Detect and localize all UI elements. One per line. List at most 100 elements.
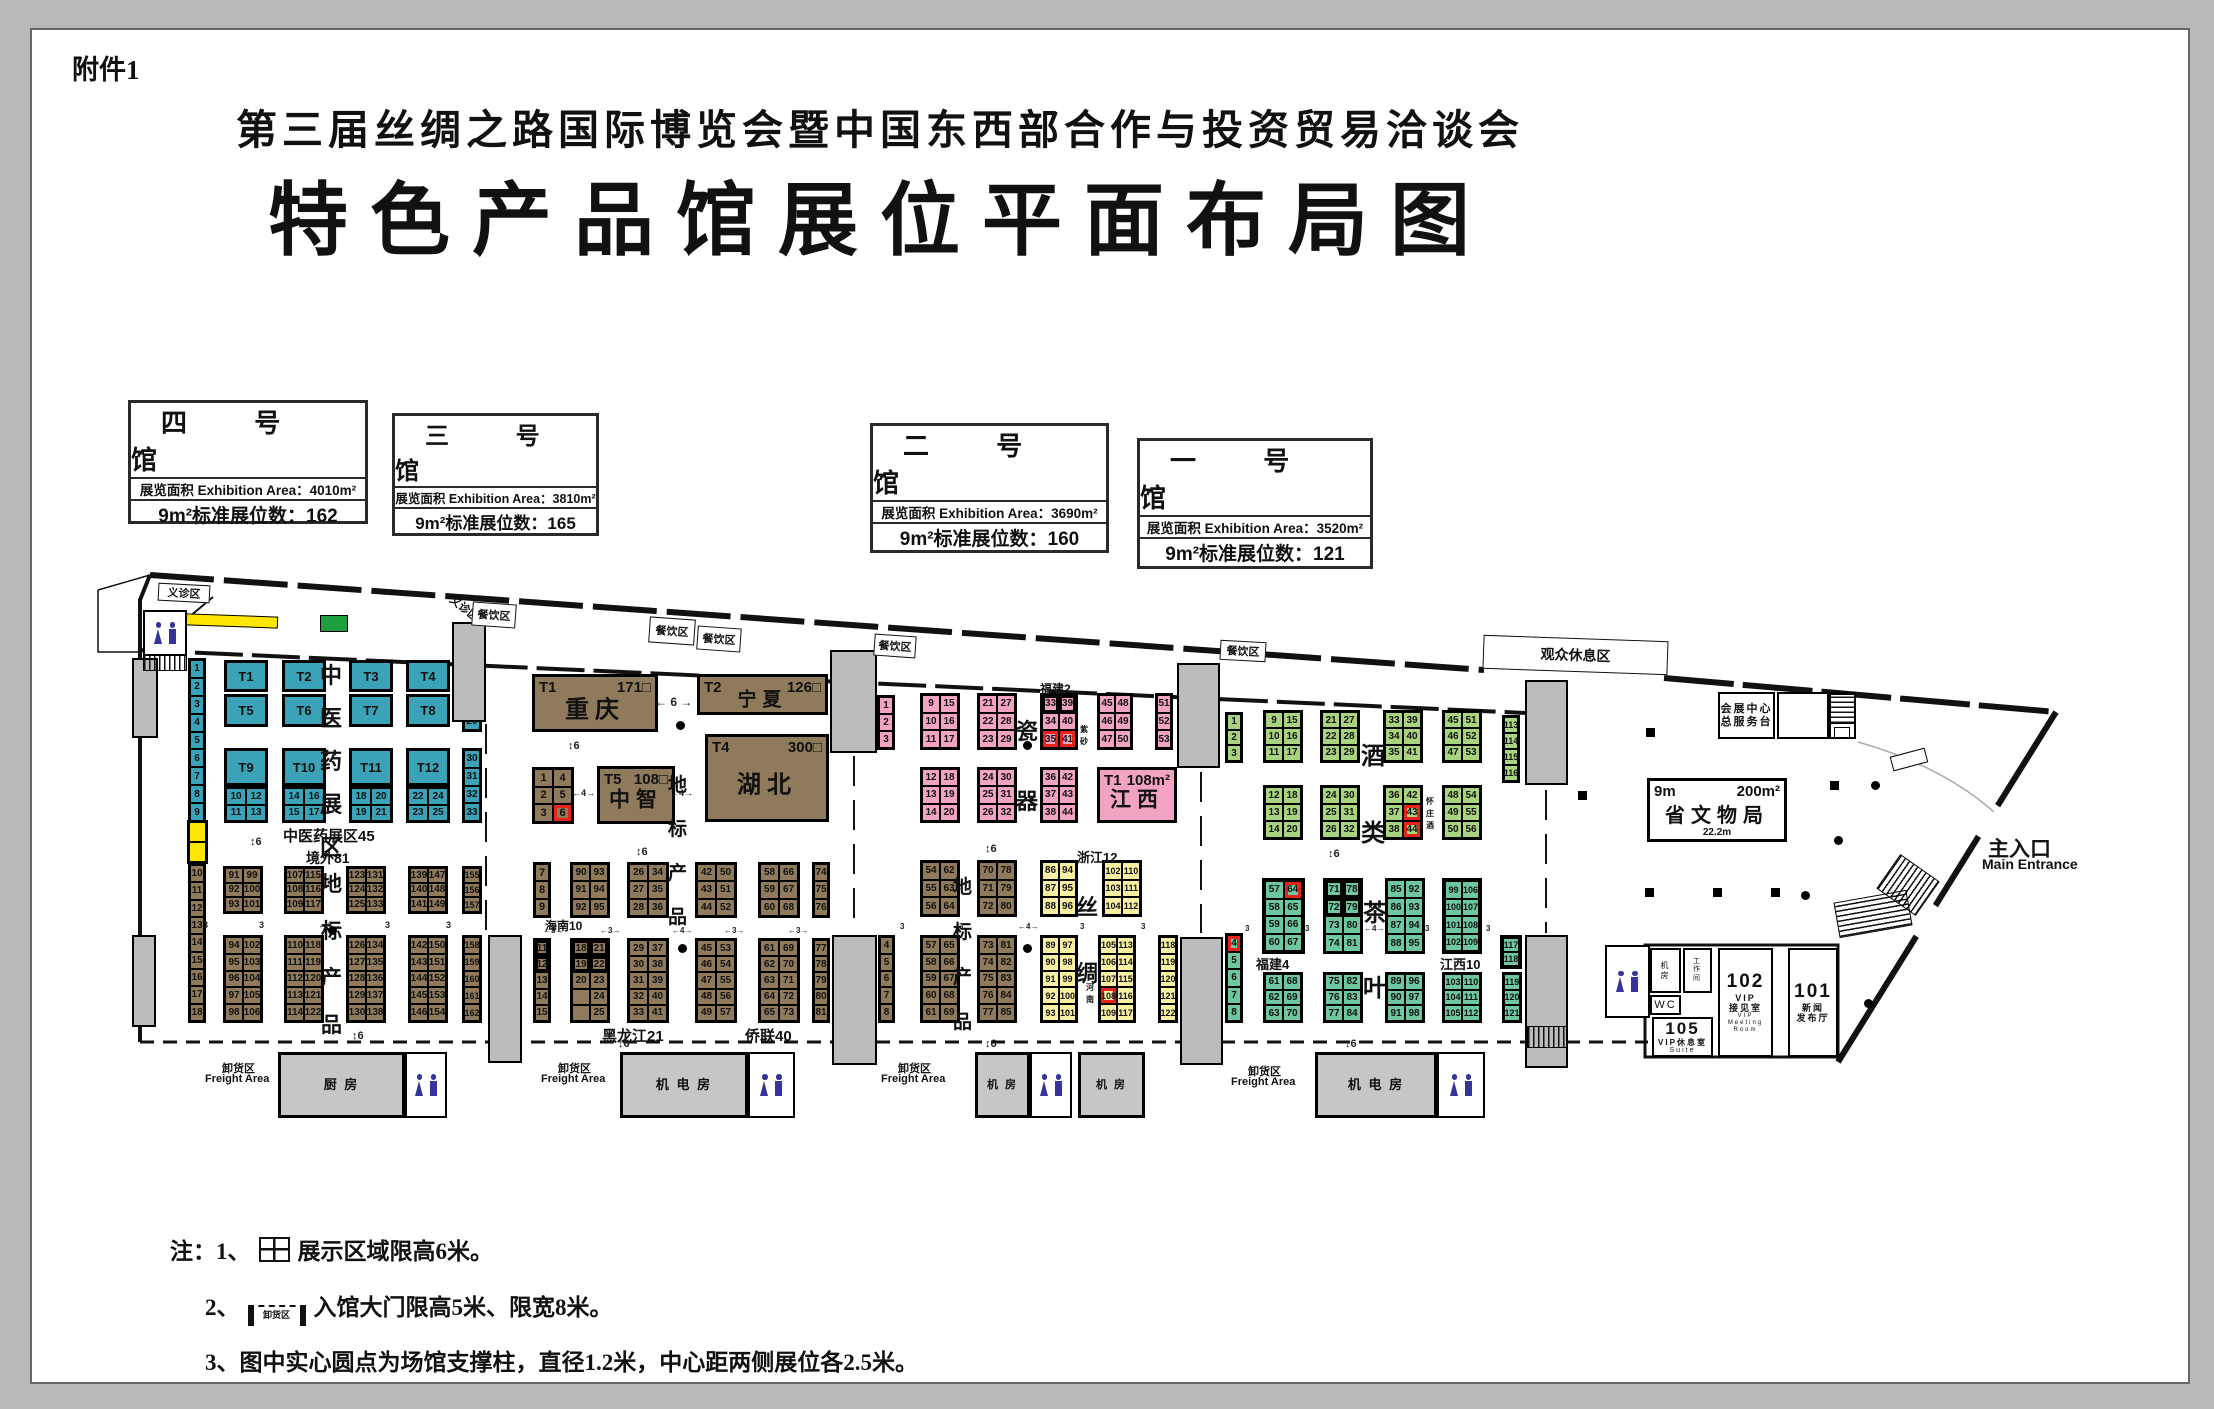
- female-icon: [414, 1074, 424, 1096]
- booth-52: 52: [1462, 728, 1480, 745]
- booth-118: 118: [304, 937, 322, 954]
- main-entrance-en: Main Entrance: [1982, 856, 2078, 872]
- booth-zhongzhi-size: 108□: [633, 771, 668, 788]
- booth-58: 58: [922, 953, 940, 971]
- aisle-dimension-5: ↕6: [1328, 848, 1340, 860]
- booth-84: 84: [997, 987, 1015, 1005]
- booth-50: 50: [716, 864, 735, 882]
- aisle-dimension-23: 3: [959, 922, 964, 931]
- booth-87: 87: [1042, 879, 1059, 898]
- booth-31: 31: [464, 767, 480, 786]
- booth-56: 56: [922, 897, 940, 915]
- booth-93: 93: [225, 897, 243, 912]
- corridor-jiulei-char: 类: [1361, 820, 1385, 847]
- corridor-jiulei: 酒类: [1361, 736, 1385, 890]
- booth-11: 11: [1265, 744, 1283, 761]
- booth-15: 15: [284, 804, 304, 821]
- booth-81: 81: [1343, 934, 1361, 952]
- booth-138: 138: [366, 1004, 384, 1021]
- booth-162: 162: [464, 1004, 480, 1021]
- booth-14: 14: [190, 934, 204, 952]
- tag-zisha: 紫砂: [1080, 724, 1088, 748]
- booth-17: 17: [1283, 744, 1301, 761]
- booth-151: 151: [428, 953, 446, 971]
- booth-32: 32: [629, 988, 648, 1005]
- booth-49: 49: [697, 1004, 716, 1021]
- booth-18: 18: [351, 788, 371, 805]
- booth-11: 11: [190, 882, 204, 900]
- corridor-dibiao-h3-char: 产: [668, 863, 688, 884]
- booth-25: 25: [1322, 804, 1340, 821]
- booth-107: 107: [1462, 898, 1479, 916]
- booth-16: 16: [940, 712, 958, 731]
- h4-T10: T10: [282, 748, 326, 786]
- aisle-dimension-21: ←3→: [788, 926, 809, 935]
- note1-prefix: 注：1、: [170, 1239, 251, 1264]
- h4-T3: T3: [349, 660, 393, 692]
- booth-empty: [189, 822, 206, 842]
- booth-66: 66: [1283, 916, 1302, 934]
- booth-25: 25: [979, 786, 997, 804]
- aisle-dimension-25: 3: [1080, 922, 1085, 931]
- booth-63: 63: [760, 972, 779, 989]
- booth-104: 104: [1444, 989, 1462, 1006]
- booth-5: 5: [553, 786, 572, 805]
- booth-19: 19: [940, 786, 958, 804]
- booth-100: 100: [1059, 987, 1076, 1005]
- stairs-topleft-icon: [143, 655, 187, 671]
- booth-40: 40: [648, 988, 667, 1005]
- booth-66: 66: [940, 953, 958, 971]
- booth-25: 25: [428, 804, 448, 821]
- canyin-3: 餐饮区: [696, 625, 742, 653]
- male-icon: [1054, 1074, 1063, 1096]
- booth-96: 96: [1059, 897, 1076, 915]
- jifang-h2b: 机 房: [1078, 1052, 1145, 1118]
- booth-36: 36: [1042, 769, 1059, 787]
- wall-block-5: [832, 935, 877, 1065]
- pillar-dot-0: [328, 926, 337, 935]
- booth-44: 44: [1403, 821, 1421, 838]
- corridor-dibiao-h2-char: 品: [953, 1012, 973, 1033]
- booth-jiangxi-id: T1: [1104, 772, 1122, 789]
- booth-157: 157: [464, 897, 480, 912]
- booth-142: 142: [410, 937, 428, 954]
- booth-36: 36: [648, 898, 667, 916]
- booth-68: 68: [1283, 974, 1301, 990]
- booth-152: 152: [428, 970, 446, 988]
- booth-13: 13: [1265, 804, 1283, 821]
- booth-10: 10: [922, 712, 940, 731]
- booth-47: 47: [1099, 730, 1115, 748]
- booth-40: 40: [1059, 712, 1076, 731]
- booth-28: 28: [1340, 728, 1358, 745]
- booth-161: 161: [464, 987, 480, 1005]
- wall-block-8: [132, 658, 158, 738]
- booth-74: 74: [814, 864, 828, 882]
- booth-82: 82: [1343, 974, 1361, 990]
- wall-block-3: [1525, 680, 1568, 785]
- booth-22: 22: [979, 712, 997, 731]
- booth-70: 70: [1283, 1005, 1301, 1021]
- booth-120: 120: [1504, 989, 1520, 1006]
- booth-T1: T1: [226, 662, 266, 690]
- booth-85: 85: [997, 1004, 1015, 1021]
- booth-27: 27: [1340, 712, 1358, 729]
- booth-hubei-label: 湖北: [737, 771, 797, 799]
- booth-134: 134: [366, 937, 384, 954]
- h4-T1: T1: [224, 660, 268, 692]
- zone-fujian4: 福建4: [1256, 957, 1290, 972]
- booth-23: 23: [590, 972, 608, 989]
- booth-59: 59: [922, 970, 940, 988]
- stairs-service-icon: [1830, 694, 1855, 724]
- booth-72: 72: [979, 897, 997, 915]
- booth-65: 65: [940, 937, 958, 954]
